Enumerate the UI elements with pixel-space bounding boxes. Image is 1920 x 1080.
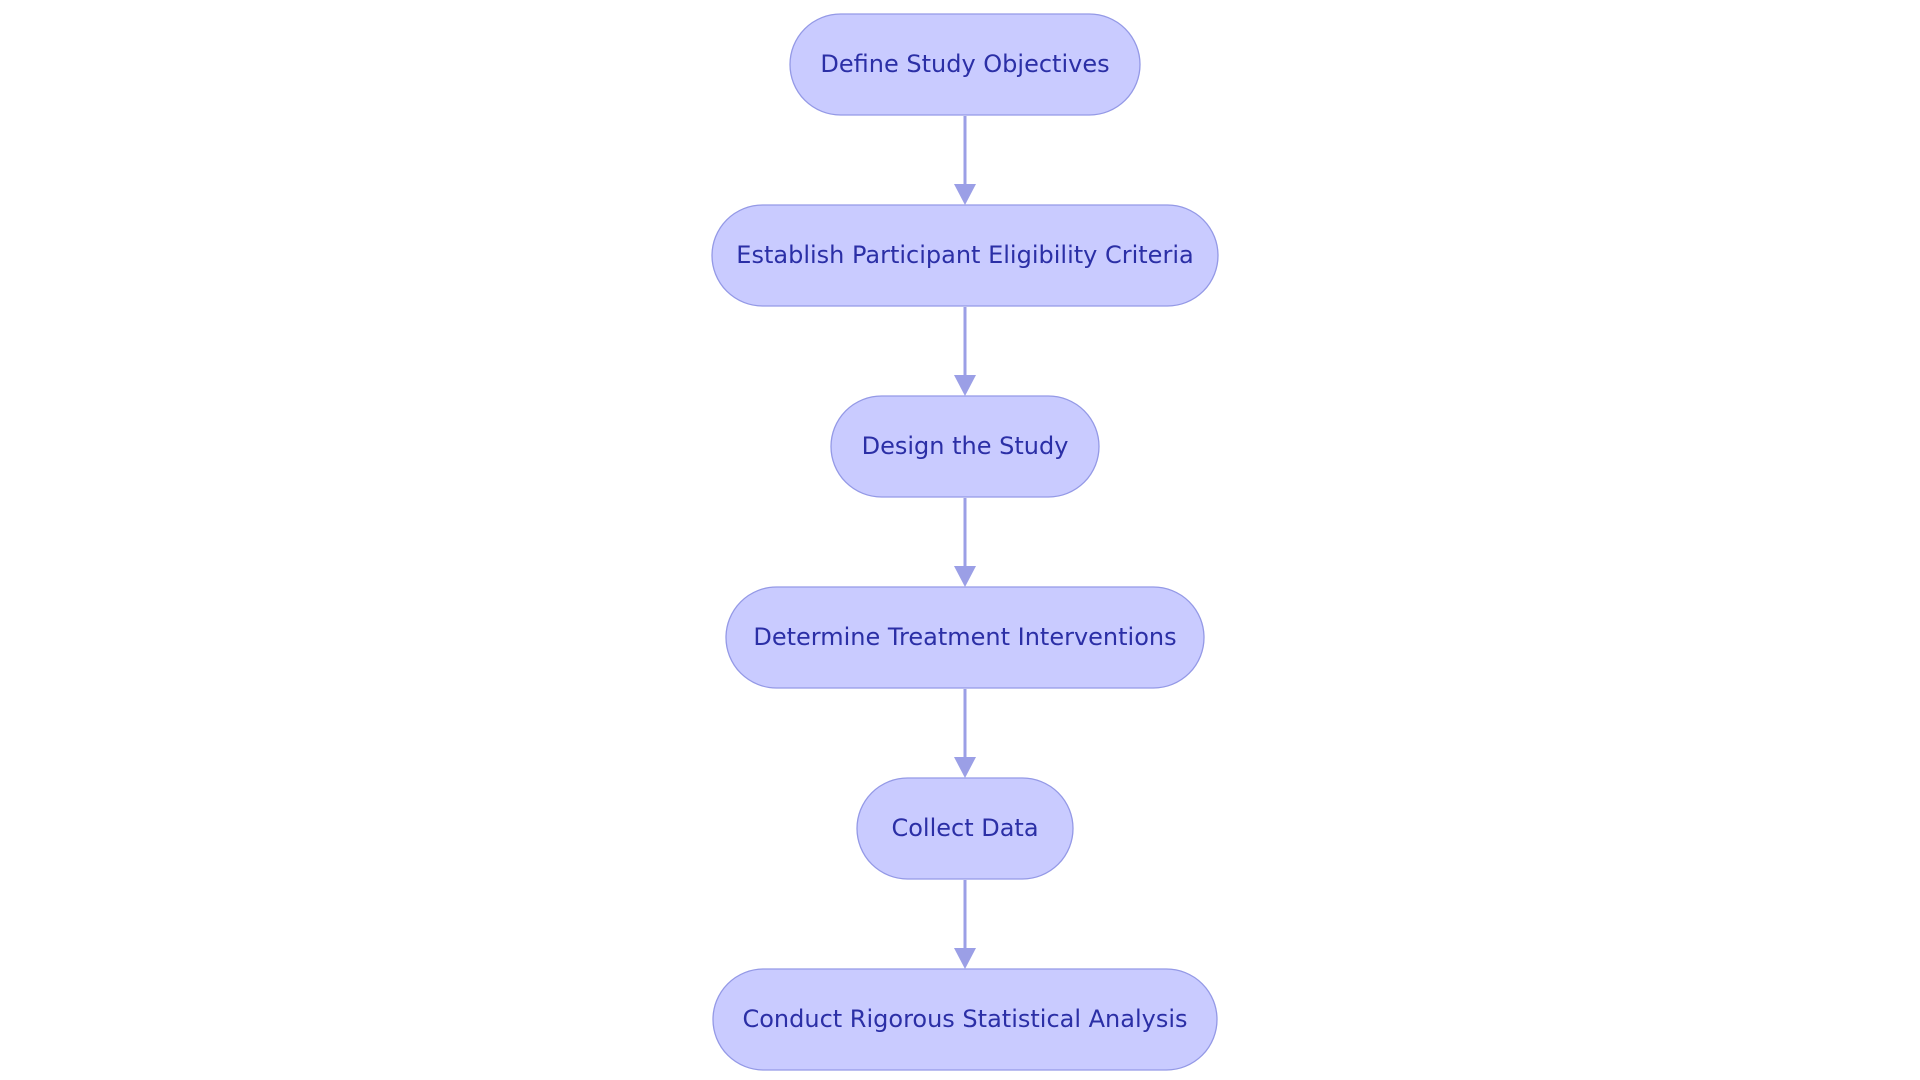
node-label: Determine Treatment Interventions — [753, 623, 1176, 651]
node-label: Define Study Objectives — [820, 50, 1109, 78]
node-define-study-objectives[interactable]: Define Study Objectives — [789, 13, 1141, 116]
node-label: Establish Participant Eligibility Criter… — [736, 241, 1193, 269]
edge-n3-n4 — [954, 498, 976, 587]
edge-n5-n6 — [954, 880, 976, 969]
node-collect-data[interactable]: Collect Data — [856, 777, 1074, 880]
node-label: Conduct Rigorous Statistical Analysis — [742, 1005, 1187, 1033]
edges — [954, 116, 976, 969]
node-determine-treatment-interventions[interactable]: Determine Treatment Interventions — [725, 586, 1205, 689]
edge-n1-n2 — [954, 116, 976, 205]
edge-n2-n3 — [954, 307, 976, 396]
node-label: Collect Data — [891, 814, 1038, 842]
node-label: Design the Study — [862, 432, 1069, 460]
nodes: Define Study Objectives Establish Partic… — [711, 13, 1219, 1071]
node-conduct-rigorous-statistical-analysis[interactable]: Conduct Rigorous Statistical Analysis — [712, 968, 1218, 1071]
edge-n4-n5 — [954, 689, 976, 778]
node-establish-participant-eligibility-criteria[interactable]: Establish Participant Eligibility Criter… — [711, 204, 1219, 307]
node-design-the-study[interactable]: Design the Study — [830, 395, 1100, 498]
